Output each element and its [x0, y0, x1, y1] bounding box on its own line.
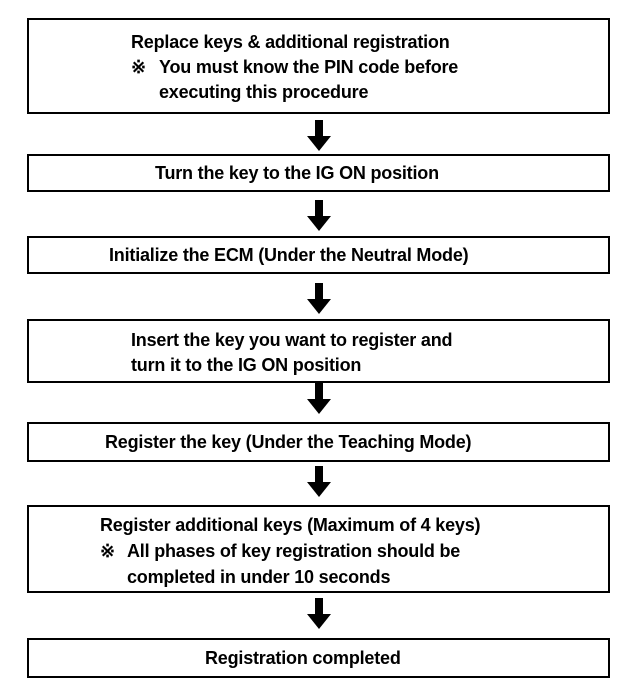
step-7-box: Registration completed: [27, 638, 610, 678]
down-arrow-icon: [306, 200, 332, 232]
step-6-note-line1: All phases of key registration should be: [127, 541, 461, 561]
down-arrow-icon: [306, 120, 332, 152]
step-1-note-mark: ※: [131, 57, 146, 77]
down-arrow-icon: [306, 466, 332, 498]
step-3-text: Initialize the ECM (Under the Neutral Mo…: [109, 245, 469, 265]
step-2-box: Turn the key to the IG ON position: [27, 154, 610, 192]
step-4-box: Insert the key you want to register and …: [27, 319, 610, 383]
step-4-line2: turn it to the IG ON position: [131, 355, 362, 375]
step-7-text: Registration completed: [205, 648, 401, 668]
step-4-line1: Insert the key you want to register and: [131, 330, 453, 350]
step-6-box: Register additional keys (Maximum of 4 k…: [27, 505, 610, 593]
step-5-text: Register the key (Under the Teaching Mod…: [105, 432, 472, 452]
step-1-title: Replace keys & additional registration: [131, 32, 450, 52]
step-6-title: Register additional keys (Maximum of 4 k…: [100, 515, 481, 535]
step-1-note-line2: executing this procedure: [159, 82, 369, 102]
step-1-box: Replace keys & additional registration ※…: [27, 18, 610, 114]
step-6-note-mark: ※: [100, 541, 115, 561]
step-5-box: Register the key (Under the Teaching Mod…: [27, 422, 610, 462]
step-6-note-line2: completed in under 10 seconds: [127, 567, 391, 587]
down-arrow-icon: [306, 598, 332, 630]
step-1-note-line1: You must know the PIN code before: [159, 57, 459, 77]
down-arrow-icon: [306, 383, 332, 415]
step-2-text: Turn the key to the IG ON position: [155, 163, 439, 183]
step-3-box: Initialize the ECM (Under the Neutral Mo…: [27, 236, 610, 274]
down-arrow-icon: [306, 283, 332, 315]
